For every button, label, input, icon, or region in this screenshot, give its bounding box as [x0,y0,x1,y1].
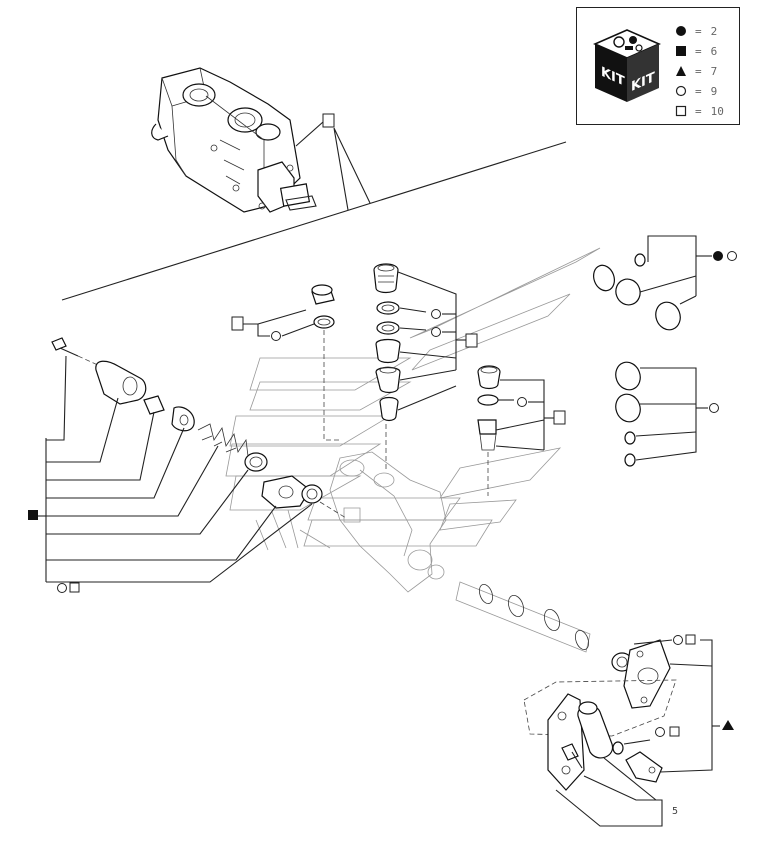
open-circle-icon [675,85,687,97]
open-circle-icon [673,635,683,645]
filled-triangle-icon [722,720,734,730]
legend-value: 10 [710,104,724,118]
legend-value: 2 [710,24,718,38]
bottom-right-actuator: 5 [523,634,734,827]
legend-value: 7 [710,64,718,78]
legend-eq: = [695,44,703,58]
legend-row-filled-triangle: = 7 [675,62,717,80]
right-plug-group [477,365,566,496]
spool [455,581,591,653]
legend-row-filled-square: = 6 [675,42,717,60]
open-square-icon [669,726,680,737]
right-middle-orings [615,361,719,467]
open-square-icon [675,105,687,117]
kit-legend: KIT KIT = 2 = 6 = 7 = 9 = 10 [576,7,740,125]
assembled-valve-section [151,67,371,213]
legend-eq: = [695,64,703,78]
plunger-callout-label: 5 [672,806,678,817]
filled-square-icon [28,510,38,520]
open-circle-icon [271,331,281,341]
open-square-icon [69,582,80,593]
top-right-orings [593,235,737,331]
legend-row-open-square: = 10 [675,102,724,120]
open-circle-icon [431,327,441,337]
filled-square-icon [676,46,686,56]
legend-row-filled-circle: = 2 [675,22,717,40]
open-circle-icon [517,397,527,407]
left-leader-bracket [28,355,313,593]
legend-row-open-circle: = 9 [675,82,717,100]
open-square-icon [685,634,696,645]
filled-circle-icon [713,251,723,261]
legend-value: 9 [710,84,718,98]
open-circle-icon [655,727,665,737]
filled-triangle-icon [676,66,686,76]
legend-value: 6 [710,44,718,58]
open-circle-icon [709,403,719,413]
small-plug-group [231,284,340,441]
stacked-plug-group [373,263,478,472]
open-circle-icon [57,583,67,593]
kit-box-icon: KIT KIT [593,29,661,102]
separator-line [61,141,567,301]
open-circle-icon [727,251,737,261]
valve-body-ghost [225,247,601,593]
open-circle-icon [431,309,441,319]
legend-eq: = [695,24,703,38]
left-parts-chain [51,337,347,519]
legend-eq: = [695,84,703,98]
legend-eq: = [695,104,703,118]
filled-circle-icon [676,26,686,36]
